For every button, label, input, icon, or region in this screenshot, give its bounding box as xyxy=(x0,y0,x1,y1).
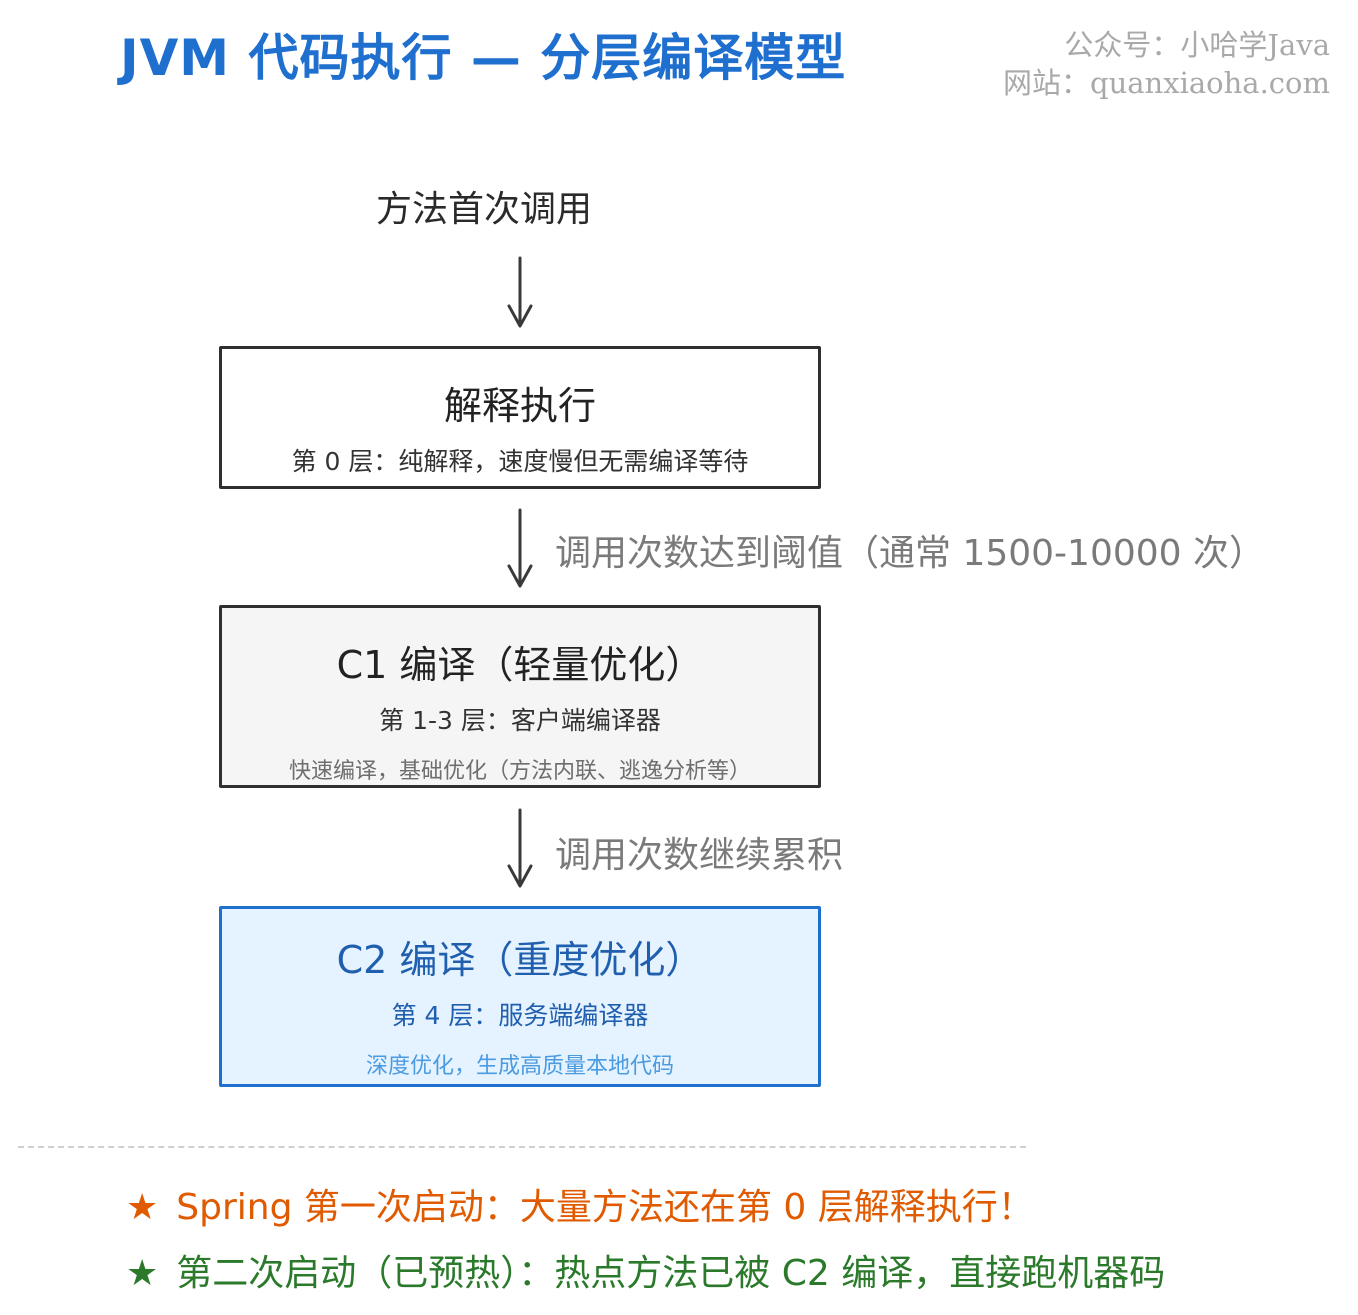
node-c1-compile: C1 编译（轻量优化） 第 1-3 层：客户端编译器 快速编译，基础优化（方法内… xyxy=(219,605,821,788)
node-interpreter: 解释执行 第 0 层：纯解释，速度慢但无需编译等待 xyxy=(219,346,821,489)
arrow-down-icon xyxy=(500,256,540,330)
note-text: 第二次启动（已预热）：热点方法已被 C2 编译，直接跑机器码 xyxy=(176,1253,1166,1294)
star-icon: ★ xyxy=(126,1187,159,1228)
watermark-site: 网站：quanxiaoha.com xyxy=(1003,66,1330,100)
node-title: C2 编译（重度优化） xyxy=(336,938,704,982)
node-detail: 快速编译，基础优化（方法内联、逃逸分析等） xyxy=(288,759,751,784)
node-title: 解释执行 xyxy=(443,384,596,428)
node-title: C1 编译（轻量优化） xyxy=(336,643,704,687)
node-subtitle: 第 0 层：纯解释，速度慢但无需编译等待 xyxy=(291,447,749,476)
star-icon: ★ xyxy=(126,1253,159,1294)
watermark: 公众号：小哈学Java 网站：quanxiaoha.com xyxy=(1003,26,1330,102)
dashed-divider xyxy=(18,1146,1026,1148)
edge-label-accumulate: 调用次数继续累积 xyxy=(555,835,844,876)
note-text: Spring 第一次启动：大量方法还在第 0 层解释执行！ xyxy=(176,1187,1034,1228)
node-detail: 深度优化，生成高质量本地代码 xyxy=(365,1054,674,1079)
watermark-account: 公众号：小哈学Java xyxy=(1064,28,1330,62)
edge-label-threshold: 调用次数达到阈值（通常 1500-10000 次） xyxy=(555,533,1266,574)
node-subtitle: 第 1-3 层：客户端编译器 xyxy=(379,706,661,735)
note-second-start: ★ 第二次启动（已预热）：热点方法已被 C2 编译，直接跑机器码 xyxy=(126,1244,1165,1296)
start-node-label: 方法首次调用 xyxy=(376,189,593,230)
node-c2-compile: C2 编译（重度优化） 第 4 层：服务端编译器 深度优化，生成高质量本地代码 xyxy=(219,906,821,1087)
diagram-title: JVM 代码执行 — 分层编译模型 xyxy=(120,29,847,87)
arrow-down-icon xyxy=(500,508,540,590)
note-first-start: ★ Spring 第一次启动：大量方法还在第 0 层解释执行！ xyxy=(126,1178,1034,1230)
arrow-down-icon xyxy=(500,808,540,890)
node-subtitle: 第 4 层：服务端编译器 xyxy=(391,1001,649,1030)
